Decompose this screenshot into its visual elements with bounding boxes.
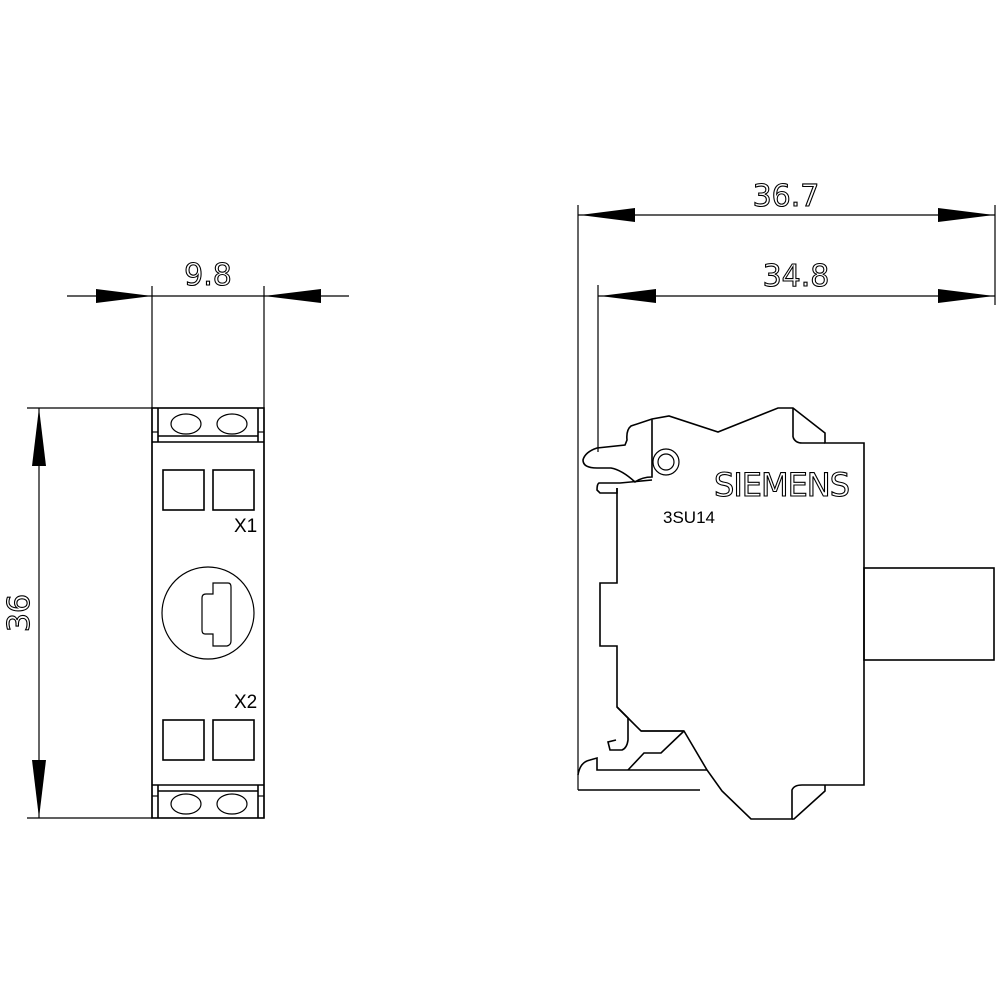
terminal-label-x2: X2 [234,692,257,713]
terminal-opening [212,719,255,761]
overall-depth-value: 36.7 [753,179,820,214]
model-label: 3SU14 [663,508,715,527]
arrow-left-icon [580,208,635,222]
led-symbol-icon [201,582,232,647]
module-body [151,407,265,819]
arrow-up-icon [32,408,46,466]
width-dimension-value: 9.8 [184,258,232,293]
screw-icon [170,413,202,435]
clip-notch [596,479,653,494]
rail-hook [607,706,629,751]
actuator-block [863,567,995,661]
terminal-label-x1: X1 [234,516,257,537]
rail-clip [577,756,707,776]
screw-icon [216,793,248,815]
body-depth-value: 34.8 [763,259,830,294]
arrow-left-icon [264,289,321,303]
arrow-left-icon [600,289,656,303]
screw-icon [216,413,248,435]
housing-edge [792,436,825,444]
terminal-opening [162,719,205,761]
arrow-right-icon [938,289,994,303]
housing-edge [792,785,826,820]
arrow-down-icon [32,760,46,818]
rail-bevel [627,730,685,771]
brand-label: SIEMENS [714,466,849,504]
screw-icon [657,453,675,471]
height-dimension-value: 36 [2,594,37,632]
arrow-right-icon [938,208,994,222]
terminal-opening [212,469,255,511]
side-view: 36.7 34.8 SIEMENS 3SU14 [577,178,996,820]
front-view: X1 X2 9.8 36 [1,257,349,819]
screw-icon [652,448,680,476]
arrow-right-icon [96,289,152,303]
led-window [161,566,255,660]
module-housing [582,407,865,820]
terminal-opening [162,469,205,511]
screw-icon [170,793,202,815]
